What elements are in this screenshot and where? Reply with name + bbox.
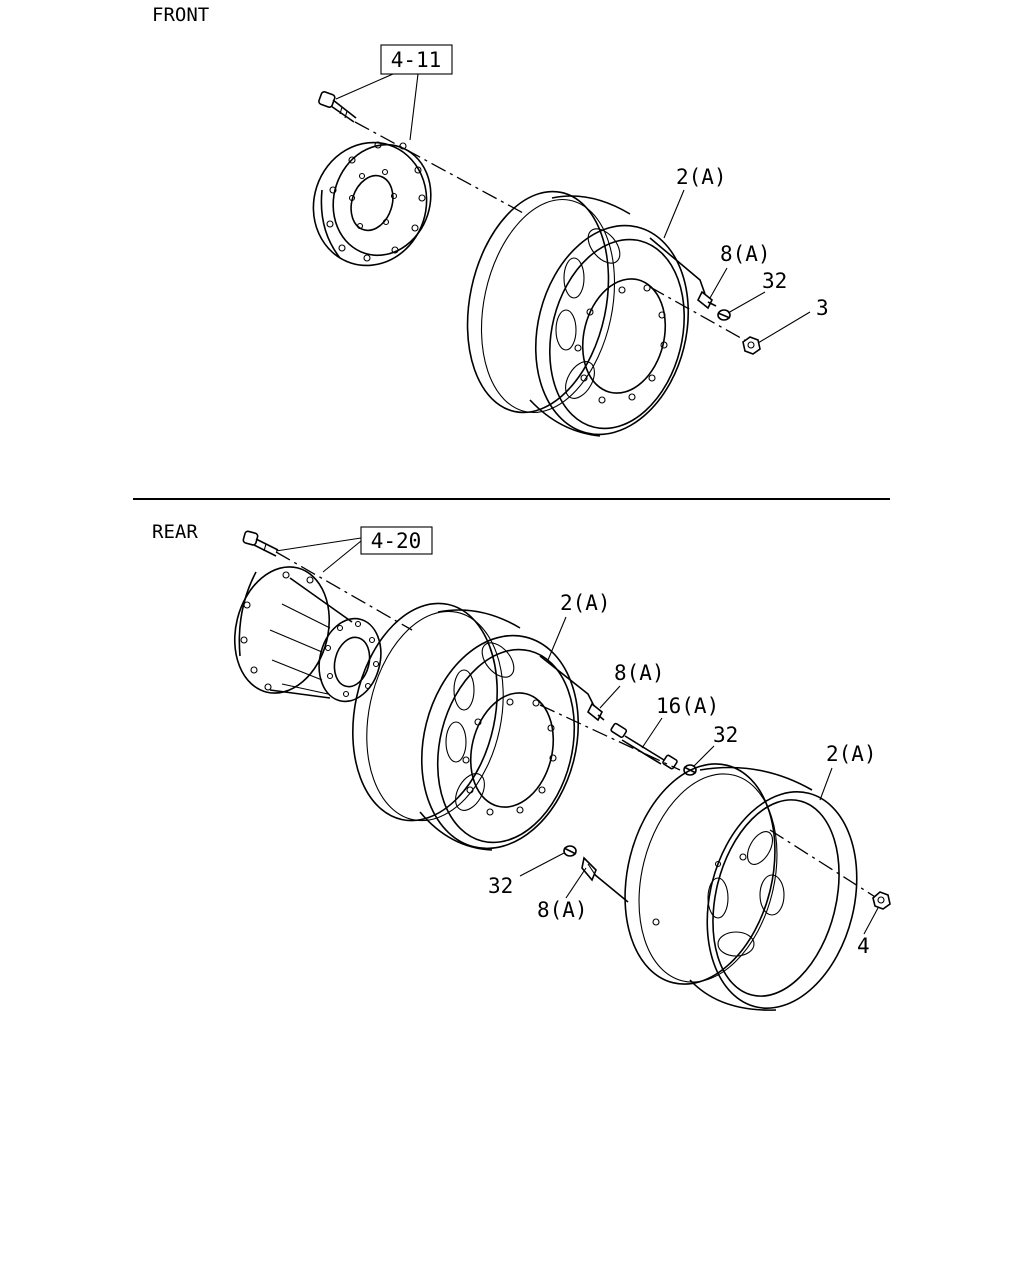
rear-axis-line-2	[539, 704, 681, 771]
rear-axis-line-3	[769, 829, 881, 901]
rear-leader-rim-outer	[819, 767, 833, 801]
rear-leader-extension	[641, 717, 663, 749]
rear-axis-line-1	[275, 551, 413, 631]
front-rim	[466, 190, 690, 437]
front-leader-rim	[663, 189, 685, 239]
rear-wheel-nut	[872, 891, 891, 910]
front-valve	[649, 237, 717, 310]
rear-label-nut: 4	[857, 934, 870, 958]
rear-inner-rim	[352, 602, 580, 851]
front-ref-leader-bolt	[335, 73, 394, 100]
front-ref-leader-hub	[409, 73, 419, 141]
rear-hub	[233, 566, 382, 703]
front-label-nut: 3	[816, 296, 829, 320]
front-valve-cap	[717, 309, 731, 321]
front-hub-bolt	[318, 91, 357, 123]
front-ref-label: 4-11	[391, 48, 442, 72]
front-leader-valve	[709, 267, 728, 299]
rear-section-title: REAR	[152, 521, 198, 543]
rear-outer-valve	[581, 856, 629, 903]
rear-leader-valve-outer	[565, 867, 587, 899]
front-leader-nut	[757, 311, 811, 344]
front-section-title: FRONT	[152, 4, 209, 26]
rear-leader-rim-inner	[547, 616, 567, 661]
rear-label-rim-inner: 2(A)	[560, 591, 611, 615]
front-leader-cap	[727, 291, 766, 314]
rear-outer-rim	[624, 763, 858, 1011]
rear-ref-leader-bolt	[275, 537, 362, 552]
rear-leader-nut	[863, 907, 879, 935]
rear-hub-bolt	[242, 530, 279, 557]
front-wheel-nut	[742, 336, 761, 355]
front-label-cap: 32	[762, 269, 787, 293]
rear-valve-cap-lower	[563, 845, 577, 857]
rear-valve-extension	[610, 722, 678, 770]
rear-label-cap-upper: 32	[713, 723, 738, 747]
front-axis-line-1	[354, 121, 526, 215]
front-ref-box[interactable]: 4-11	[380, 44, 453, 75]
rear-ref-leader-hub	[322, 540, 362, 573]
front-label-rim: 2(A)	[676, 165, 727, 189]
rear-label-extension: 16(A)	[656, 694, 719, 718]
rear-inner-valve	[539, 655, 605, 722]
front-axis-line-2	[649, 286, 749, 343]
rear-ref-label: 4-20	[371, 529, 422, 553]
rear-label-valve-inner: 8(A)	[614, 661, 665, 685]
rear-leader-cap-upper	[693, 745, 715, 767]
rear-ref-box[interactable]: 4-20	[360, 526, 433, 555]
rear-label-valve-outer: 8(A)	[537, 898, 588, 922]
rear-label-rim-outer: 2(A)	[826, 742, 877, 766]
front-hub	[312, 141, 432, 267]
rear-label-cap-lower: 32	[488, 874, 513, 898]
rear-leader-cap-lower	[519, 852, 565, 877]
rear-leader-valve-inner	[599, 685, 621, 709]
front-label-valve: 8(A)	[720, 242, 771, 266]
